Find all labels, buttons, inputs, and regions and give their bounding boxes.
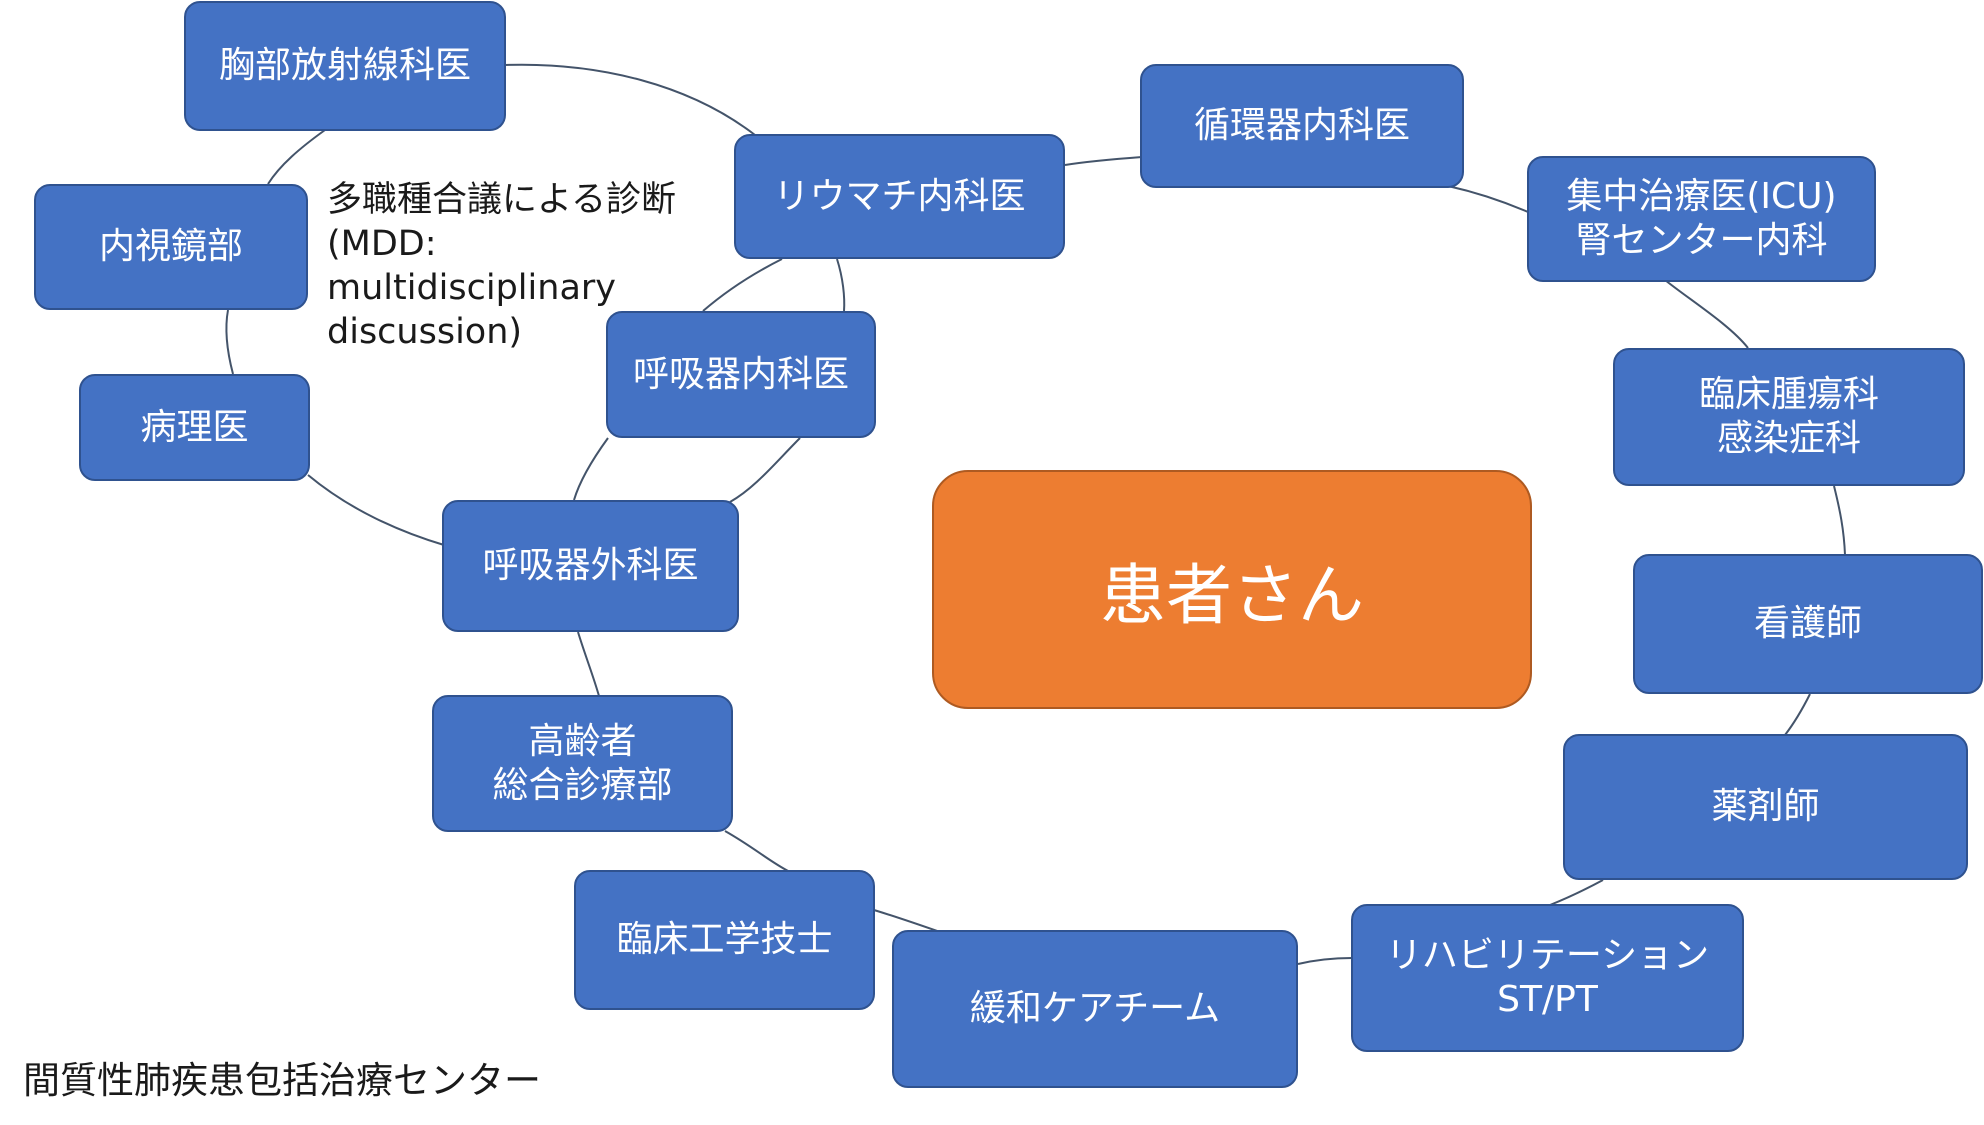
link-engineer-palliative	[873, 909, 941, 933]
node-label: 腎センター内科	[1575, 220, 1828, 261]
link-rehab-pharmacist	[1549, 879, 1604, 906]
node-label: リハビリテーション	[1385, 935, 1710, 977]
mdd-note: 多職種合議による診断 (MDD: multidisciplinary discu…	[327, 178, 727, 354]
node-label: リウマチ内科医	[773, 175, 1026, 217]
node-label: 集中治療医(ICU)	[1566, 176, 1837, 218]
chest-radiologist-node: 胸部放射線科医	[184, 1, 506, 131]
node-label: 病理医	[140, 406, 249, 448]
link-cardiology-rheumatology	[1064, 156, 1143, 166]
node-label: 臨床工学技士	[616, 919, 833, 961]
link-pathology-surgery	[307, 474, 445, 546]
link-respiratory-surgery-right	[729, 437, 801, 503]
oncology-infectious-node: 臨床腫瘍科 感染症科	[1613, 348, 1965, 486]
link-geriatrics-engineer	[724, 830, 791, 873]
endoscopy-node: 内視鏡部	[34, 184, 308, 310]
cardiologist-node: 循環器内科医	[1140, 64, 1464, 188]
node-label: 薬剤師	[1711, 786, 1820, 828]
patient-node: 患者さん	[932, 470, 1532, 709]
link-surgery-geriatrics	[577, 631, 600, 697]
node-label: 呼吸器内科医	[632, 353, 849, 395]
link-endoscopy-pathology	[225, 309, 234, 375]
respiratory-surgeon-node: 呼吸器外科医	[442, 500, 739, 632]
center-title: 間質性肺疾患包括治療センター	[23, 1059, 541, 1102]
node-label: 循環器内科医	[1193, 105, 1410, 147]
respiratory-physician-node: 呼吸器内科医	[606, 311, 876, 438]
link-pharmacist-nurse	[1784, 693, 1811, 736]
nurse-node: 看護師	[1633, 554, 1983, 694]
node-label: 胸部放射線科医	[218, 45, 471, 87]
link-rheumatology-respiratory	[702, 258, 783, 312]
icu-nephrology-node: 集中治療医(ICU) 腎センター内科	[1527, 156, 1876, 282]
node-label: 内視鏡部	[98, 226, 243, 268]
pharmacist-node: 薬剤師	[1563, 734, 1968, 880]
node-label: 看護師	[1753, 603, 1862, 645]
pathologist-node: 病理医	[79, 374, 310, 481]
link-radiology-rheumatology	[504, 63, 756, 136]
node-label: 臨床腫瘍科	[1698, 374, 1879, 416]
node-label: 緩和ケアチーム	[969, 988, 1221, 1030]
node-label: 高齢者	[528, 720, 637, 762]
geriatrics-node: 高齢者 総合診療部	[432, 695, 733, 832]
palliative-care-node: 緩和ケアチーム	[892, 930, 1298, 1088]
node-label: ST/PT	[1497, 979, 1598, 1020]
link-radiology-endoscopy	[267, 129, 326, 185]
node-label: 感染症科	[1716, 418, 1861, 459]
link-oncology-icu	[1664, 279, 1749, 349]
mdd-note-line: (MDD:	[327, 224, 437, 265]
link-icu-cardiology	[1447, 185, 1529, 213]
link-nurse-oncology	[1833, 485, 1846, 556]
link-rheumatology-respiratory-right	[836, 258, 846, 312]
node-label: 総合診療部	[492, 764, 673, 806]
mdd-note-line: 多職種合議による診断	[327, 180, 676, 220]
patient-label: 患者さん	[1100, 556, 1364, 634]
link-respiratory-surgery-left	[573, 437, 609, 501]
rheumatologist-node: リウマチ内科医	[734, 134, 1065, 259]
link-palliative-rehab	[1297, 957, 1353, 965]
node-label: 呼吸器外科医	[482, 545, 699, 587]
rehabilitation-node: リハビリテーション ST/PT	[1351, 904, 1744, 1052]
mdd-note-line: multidisciplinary	[327, 268, 616, 309]
mdd-note-line: discussion)	[327, 312, 523, 353]
clinical-engineer-node: 臨床工学技士	[574, 870, 875, 1010]
